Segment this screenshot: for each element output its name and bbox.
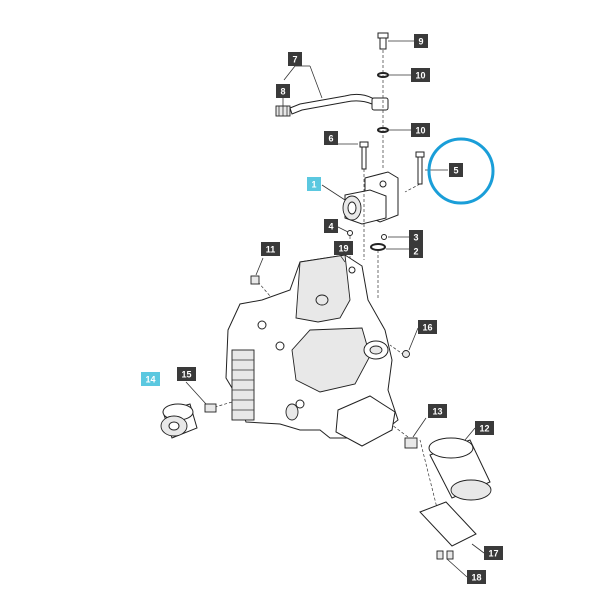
ball-4-part: [347, 230, 353, 236]
transmission-housing-part: [225, 254, 399, 447]
callout-7[interactable]: 7: [288, 52, 302, 66]
svg-text:11: 11: [266, 245, 276, 255]
svg-text:6: 6: [328, 134, 333, 144]
svg-text:4: 4: [328, 222, 333, 232]
svg-text:9: 9: [418, 37, 423, 47]
callout-18[interactable]: 18: [467, 570, 486, 584]
callout-12[interactable]: 12: [475, 421, 494, 435]
highlight-circle: [427, 137, 495, 205]
svg-text:3: 3: [413, 233, 418, 243]
adapter-13-part: [404, 437, 418, 449]
callout-2[interactable]: 2: [409, 244, 423, 258]
callout-3[interactable]: 3: [409, 230, 423, 244]
plug-16-part: [402, 350, 410, 358]
callout-10-lower[interactable]: 10: [411, 123, 430, 137]
svg-text:15: 15: [181, 370, 191, 380]
svg-text:13: 13: [432, 407, 442, 417]
svg-text:19: 19: [338, 244, 348, 254]
callout-13[interactable]: 13: [428, 404, 447, 418]
fitting-8-part: [275, 105, 291, 117]
svg-text:8: 8: [280, 87, 285, 97]
callout-14[interactable]: 14: [141, 372, 160, 386]
o-ring-2-part: [370, 243, 386, 251]
plate-17-part: [419, 501, 477, 547]
filter-12-part: [428, 437, 492, 501]
callout-1[interactable]: 1: [307, 177, 321, 191]
svg-text:10: 10: [415, 126, 425, 136]
svg-text:18: 18: [471, 573, 481, 583]
svg-text:5: 5: [453, 166, 458, 176]
bolt-9-part: [377, 32, 389, 50]
callout-6[interactable]: 6: [324, 131, 338, 145]
svg-text:1: 1: [311, 180, 316, 190]
callout-labels: 9 10 7 8 10 6 5 1 4 3 2 11 19 16 14 15 1…: [141, 34, 503, 584]
bolt-6-part: [359, 141, 369, 170]
bolt-5-part: [415, 151, 425, 185]
oil-pipe-7-part: [289, 93, 389, 115]
washer-3-part: [381, 234, 387, 240]
callout-8[interactable]: 8: [276, 84, 290, 98]
callout-5[interactable]: 5: [449, 163, 463, 177]
callout-11[interactable]: 11: [261, 242, 280, 256]
svg-text:14: 14: [145, 375, 155, 385]
svg-text:10: 10: [415, 71, 425, 81]
svg-text:12: 12: [479, 424, 489, 434]
callout-10-upper[interactable]: 10: [411, 68, 430, 82]
svg-text:17: 17: [488, 549, 498, 559]
svg-text:16: 16: [422, 323, 432, 333]
nipple-15-part: [204, 403, 217, 413]
callout-19[interactable]: 19: [334, 241, 353, 255]
callout-9[interactable]: 9: [414, 34, 428, 48]
svg-text:7: 7: [292, 55, 297, 65]
screw-11-part: [250, 275, 260, 285]
parts-drawing: [160, 32, 492, 578]
bolts-18-part: [436, 550, 454, 560]
svg-text:2: 2: [413, 247, 418, 257]
callout-16[interactable]: 16: [418, 320, 437, 334]
callout-15[interactable]: 15: [177, 367, 196, 381]
callout-4[interactable]: 4: [324, 219, 338, 233]
oil-filter-14-part: [160, 403, 198, 439]
callout-17[interactable]: 17: [484, 546, 503, 560]
valve-1-part: [342, 171, 399, 225]
